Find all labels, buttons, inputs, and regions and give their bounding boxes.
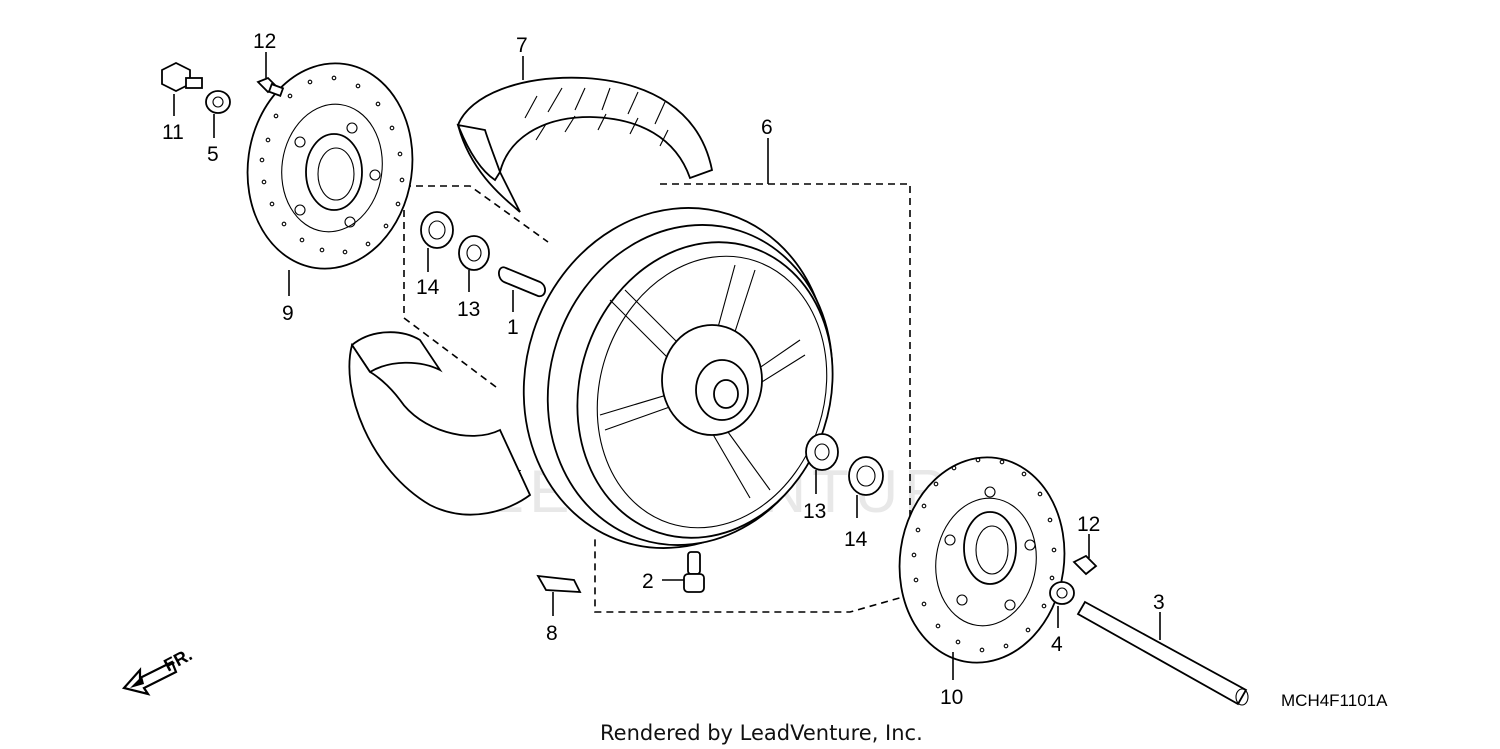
callout-9: 9 (282, 302, 294, 325)
callout-10: 10 (940, 686, 963, 709)
diagram-code: MCH4F1101A (1281, 691, 1388, 710)
callout-7: 7 (516, 34, 528, 57)
collar-part-4[interactable] (1049, 581, 1075, 605)
callout-4: 4 (1051, 633, 1063, 656)
valve-part-2[interactable] (683, 551, 705, 593)
collar-part-5[interactable] (205, 90, 231, 114)
callout-2: 2 (642, 570, 654, 593)
wheel-part-6[interactable] (480, 168, 873, 588)
brake-disc-part-10[interactable] (886, 447, 1077, 674)
callout-8: 8 (546, 622, 558, 645)
axle-part-3[interactable] (1076, 600, 1249, 706)
disc-bolt-part-12-lower[interactable] (1072, 554, 1098, 576)
callout-14-right: 14 (844, 528, 868, 551)
callout-14-left: 14 (416, 276, 440, 299)
dust-seal-part-14-right[interactable] (848, 456, 884, 496)
callout-11: 11 (162, 121, 184, 144)
disc-bolt-part-12-upper[interactable] (256, 76, 285, 97)
front-direction-arrow-icon: FR. (121, 644, 195, 696)
dust-seal-part-14-left[interactable] (420, 211, 454, 249)
callout-12-upper: 12 (253, 30, 276, 53)
callout-5: 5 (207, 143, 219, 166)
tire-part-7[interactable] (456, 76, 714, 213)
balance-weight-part-8[interactable] (536, 574, 582, 593)
leader-lines (173, 52, 1161, 680)
rim-inner-shell (348, 331, 532, 516)
bearing-part-13-left[interactable] (458, 235, 490, 271)
callout-13-right: 13 (803, 500, 826, 523)
footer-credit: Rendered by LeadVenture, Inc. (600, 721, 923, 745)
brake-disc-part-9[interactable] (234, 53, 425, 280)
bolt-part-11[interactable] (161, 61, 203, 93)
callout-12-lower: 12 (1077, 513, 1100, 536)
bearing-group-boundary (403, 185, 549, 391)
callout-3: 3 (1153, 591, 1165, 614)
callout-13-left: 13 (457, 298, 480, 321)
callout-1: 1 (507, 316, 519, 339)
bearing-part-13-right[interactable] (805, 433, 839, 471)
callout-6: 6 (761, 116, 773, 139)
spacer-part-1[interactable] (498, 266, 546, 298)
